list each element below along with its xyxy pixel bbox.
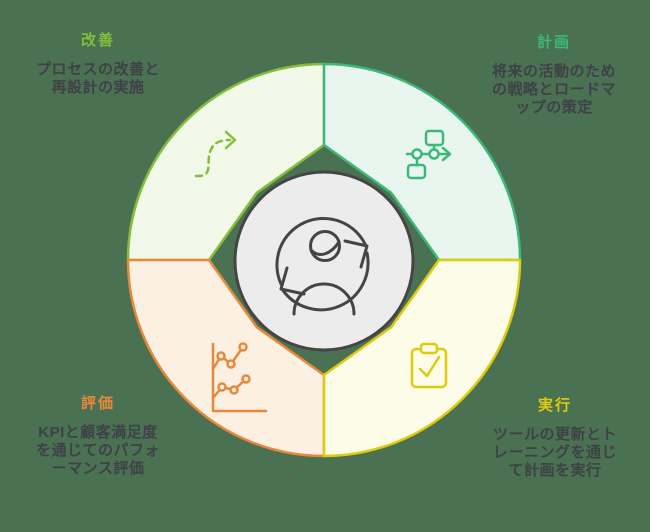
line-chart-icon: [211, 342, 268, 413]
segment-keikaku: [322, 62, 522, 262]
heading-jikkou: 実行: [537, 397, 572, 414]
label-block-kaizen: 改善 プロセスの改善と 再設計の実施: [8, 29, 188, 97]
clipboard-check-icon: [410, 342, 448, 389]
body-keikaku: 将来の活動のため の戦略とロードマ ップの策定: [491, 63, 616, 116]
label-block-keikaku: 計画 将来の活動のため の戦略とロードマ ップの策定: [466, 31, 642, 117]
segment-hyouka: [126, 258, 326, 458]
segment-jikkou: [322, 258, 522, 458]
label-block-hyouka: 評価 KPIと顧客満足度 を通じてのパフォ ーマンス評価: [10, 392, 186, 478]
flowchart-icon: [405, 129, 452, 180]
heading-kaizen: 改善: [80, 32, 115, 49]
label-block-jikkou: 実行 ツールの更新とト レーニングを通じ て計画を実行: [466, 394, 644, 480]
body-kaizen: プロセスの改善と 再設計の実施: [35, 61, 160, 96]
heading-hyouka: 評価: [80, 395, 115, 412]
body-jikkou: ツールの更新とト レーニングを通じ て計画を実行: [492, 426, 617, 479]
dashed-arrow-icon: [194, 130, 237, 178]
heading-keikaku: 計画: [536, 34, 571, 51]
segment-kaizen: [126, 62, 326, 262]
person-cycle-icon: [275, 217, 370, 316]
body-hyouka: KPIと顧客満足度 を通じてのパフォ ーマンス評価: [35, 424, 160, 477]
